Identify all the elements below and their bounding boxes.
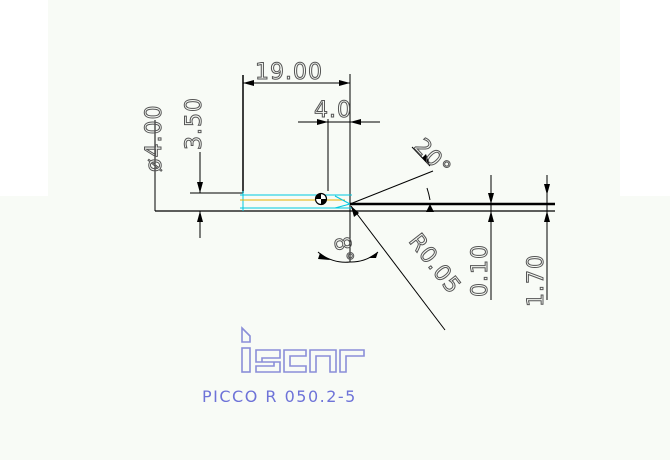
dim-clearance-angle-text: 8° [328,235,357,266]
dim-diameter: ø4.00 [142,104,203,238]
part-name: PICCO R 050.2-5 [202,387,357,406]
drawing-area-bottom [0,196,670,460]
dim-offset: 0.10 [468,175,494,300]
iscar-logo: iscar [241,326,365,373]
dim-bore-text: 3.50 [182,97,207,150]
dim-length-text: 19.00 [255,60,323,85]
drawing-area-top [48,0,620,196]
dim-height: 1.70 [524,175,550,308]
dim-height-text: 1.70 [524,254,549,307]
dim-clearance-angle: 8° [317,234,379,266]
dim-head: 4.0 [298,98,380,125]
insert-profile [240,191,352,211]
dim-offset-text: 0.10 [468,244,493,297]
dim-diameter-text: ø4.00 [142,105,167,172]
dim-head-text: 4.0 [314,98,352,123]
dim-length: 19.00 [243,60,350,86]
dim-bore: 3.50 [182,97,208,193]
